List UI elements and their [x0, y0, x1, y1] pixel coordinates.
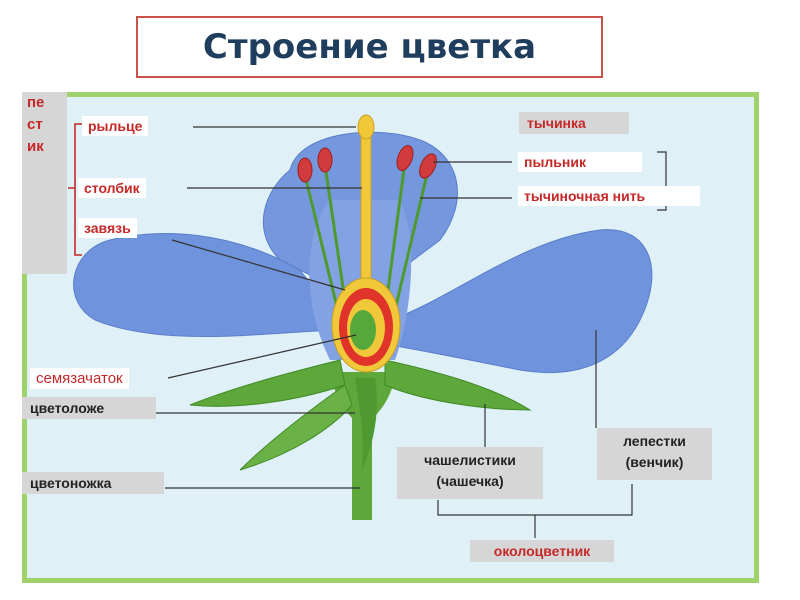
anther-1: [297, 157, 313, 183]
label-lepestki: лепестки (венчик): [597, 428, 712, 480]
sepal-left: [189, 359, 346, 407]
pestik-line-2: ст: [27, 116, 43, 133]
pointer-semyaz: [167, 334, 357, 379]
ovule: [350, 310, 376, 350]
label-chashelistiki: чашелистики (чашечка): [397, 447, 543, 499]
label-lepestki-line1: лепестки: [623, 433, 686, 449]
page-title: Строение цветка: [202, 27, 537, 67]
title-box: Строение цветка: [136, 16, 603, 78]
petal-right: [389, 229, 653, 374]
label-cvetonozhka: цветоножка: [22, 472, 164, 494]
pestik-line-1: пе: [27, 94, 45, 111]
label-cvetolozhe: цветоложе: [22, 397, 156, 419]
label-pylnik: пыльник: [518, 152, 642, 172]
bracket-tychinka: [657, 151, 667, 211]
pestik-line-3: ик: [27, 138, 44, 155]
label-lepestki-line2: (венчик): [625, 454, 684, 470]
label-tychinka: тычинка: [519, 112, 629, 134]
bracket-pestik: [68, 123, 82, 256]
pointer-zavyaz: [171, 239, 346, 291]
anther-4: [419, 153, 437, 179]
anther-3: [396, 145, 414, 171]
label-stolbik: столбик: [78, 178, 146, 198]
stigma: [357, 114, 375, 140]
label-rylce: рыльце: [82, 116, 149, 136]
pistil-style: [360, 134, 372, 291]
sepal-left-low: [239, 384, 353, 471]
label-okolocvetnik: околоцветник: [470, 540, 614, 562]
sepal-right: [384, 359, 532, 411]
sepal-front: [355, 378, 377, 470]
label-tychinochnaya-nit: тычиночная нить: [518, 186, 700, 206]
label-chashelistiki-line1: чашелистики: [424, 452, 516, 468]
label-chashelistiki-line2: (чашечка): [436, 473, 504, 489]
pointer-lines: [156, 126, 667, 538]
petal-left: [73, 233, 346, 338]
label-semyazachatok: семязачаток: [30, 368, 129, 389]
label-zavyaz: завязь: [78, 218, 137, 238]
anther-2: [317, 147, 333, 173]
pestik-label-box: пе ст ик: [22, 92, 67, 274]
